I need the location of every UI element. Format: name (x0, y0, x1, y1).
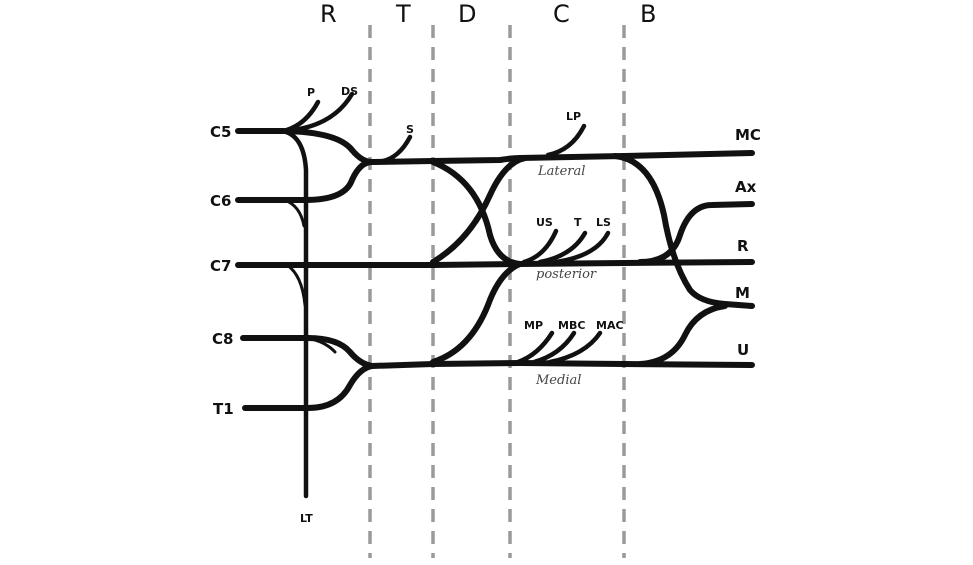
root-label-c7: C7 (210, 257, 231, 275)
root-label-c5: C5 (210, 123, 231, 141)
lt-contribution-c6 (282, 198, 306, 228)
branch-mac-line (547, 330, 603, 365)
branch-mp-line (515, 330, 555, 365)
section-label-r: R (320, 0, 337, 28)
lower-trunk (305, 335, 436, 411)
c6-to-upper-trunk (302, 159, 375, 203)
c5-to-upper-trunk (281, 128, 375, 165)
posterior-cord-line (517, 260, 627, 267)
label-lp: LP (566, 110, 581, 123)
section-label-t: T (395, 0, 411, 28)
root-label-c6: C6 (210, 192, 231, 210)
output-label-r: R (737, 237, 749, 255)
c5-branches (280, 91, 355, 134)
output-label-ax: Ax (735, 178, 757, 196)
cord-labels: Lateral posterior Medial (535, 164, 597, 388)
root-label-t1: T1 (213, 400, 234, 418)
branch-ls-line (553, 230, 611, 265)
middle-anterior-to-lateral (430, 155, 528, 265)
upper-anterior-to-lateral (430, 155, 523, 164)
cord-label-medial: Medial (535, 373, 581, 388)
label-p: P (307, 86, 315, 99)
upper-posterior-division (430, 159, 523, 267)
upper-trunk (281, 128, 436, 203)
branch-s-line (375, 134, 413, 165)
t1-to-lower-trunk (305, 363, 375, 411)
cord-label-lateral: Lateral (537, 164, 585, 179)
label-us: US (536, 216, 553, 229)
lower-trunk-line (369, 361, 436, 369)
label-ds: DS (341, 85, 358, 98)
root-labels: C5 C6 C7 C8 T1 (210, 123, 234, 418)
label-mp: MP (524, 319, 543, 332)
lt-contribution-c7 (285, 263, 307, 307)
output-label-u: U (737, 341, 749, 359)
middle-posterior-division (430, 261, 523, 268)
output-label-mc: MC (735, 126, 761, 144)
section-label-b: B (640, 0, 656, 28)
label-mbc: MBC (558, 319, 585, 332)
branch-us-line (521, 228, 559, 265)
cords (515, 123, 627, 367)
label-t: T (574, 216, 582, 229)
label-s: S (406, 123, 414, 136)
branch-mbc-line (531, 330, 577, 365)
label-ls: LS (596, 216, 611, 229)
cord-label-posterior: posterior (536, 267, 597, 282)
output-label-m: M (735, 284, 750, 302)
lower-anterior-to-medial (430, 360, 523, 367)
c8-to-lower-trunk (305, 335, 375, 369)
musculocutaneous-line (621, 150, 755, 159)
section-label-c: C (553, 0, 570, 28)
lower-posterior-division (430, 261, 523, 365)
branch-t-line (537, 230, 588, 265)
section-label-d: D (458, 0, 476, 28)
root-label-c8: C8 (212, 330, 233, 348)
divisions (430, 155, 528, 367)
axillary-line (637, 201, 755, 265)
median-medial-root (637, 303, 728, 367)
roots (235, 128, 436, 411)
section-dividers (368, 25, 626, 558)
label-lt: LT (300, 512, 313, 525)
lateral-cord-line (517, 153, 627, 161)
median-lateral-root (612, 153, 755, 309)
long-thoracic-trunk (283, 129, 309, 499)
label-mac: MAC (596, 319, 624, 332)
section-headers: R T D C B (320, 0, 656, 28)
branch-lp-line (545, 123, 587, 158)
branch-labels: P DS LT S LP US T LS MP MBC MAC (300, 85, 624, 525)
terminal-branches (612, 150, 755, 368)
output-labels: MC Ax R M U (735, 126, 761, 359)
long-thoracic-nerve (282, 129, 337, 499)
